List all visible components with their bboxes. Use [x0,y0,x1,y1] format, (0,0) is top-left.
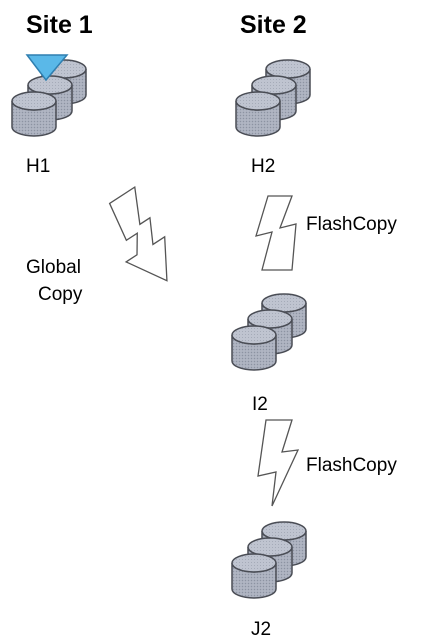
volume-label-j2: J2 [251,619,271,640]
flashcopy-label-1: FlashCopy [306,214,397,235]
disk-cylinder-top [231,553,277,573]
flashcopy-i2-j2-lightning-arrow-icon [257,419,300,507]
disk-cylinder-top [231,325,277,345]
volume-label-h1: H1 [26,156,50,177]
disk-cylinder-top [247,537,293,557]
disk-cylinder-top [11,91,57,111]
volume-i2-disk-stack-icon [231,293,307,371]
global-copy-lightning-arrow-icon [108,186,168,282]
global-copy-label-line-1: Global [26,257,81,278]
global-copy-label-line-2: Copy [38,284,83,305]
volume-j2-disk-stack-icon [231,521,307,599]
volume-label-h2: H2 [251,156,275,177]
volume-h2-disk-stack-icon [235,59,311,137]
flashcopy-label-2: FlashCopy [306,455,397,476]
disk-cylinder-top [251,75,297,95]
flashcopy-h2-i2-lightning-arrow-icon [255,195,297,271]
volume-label-i2: I2 [252,394,268,415]
volume-h1-disk-stack-icon [11,59,87,137]
disk-cylinder-top [247,309,293,329]
site-1-title: Site 1 [26,11,93,39]
site-2-title: Site 2 [240,11,307,39]
disk-cylinder-top [235,91,281,111]
volume-marker-triangle-icon [25,54,69,82]
